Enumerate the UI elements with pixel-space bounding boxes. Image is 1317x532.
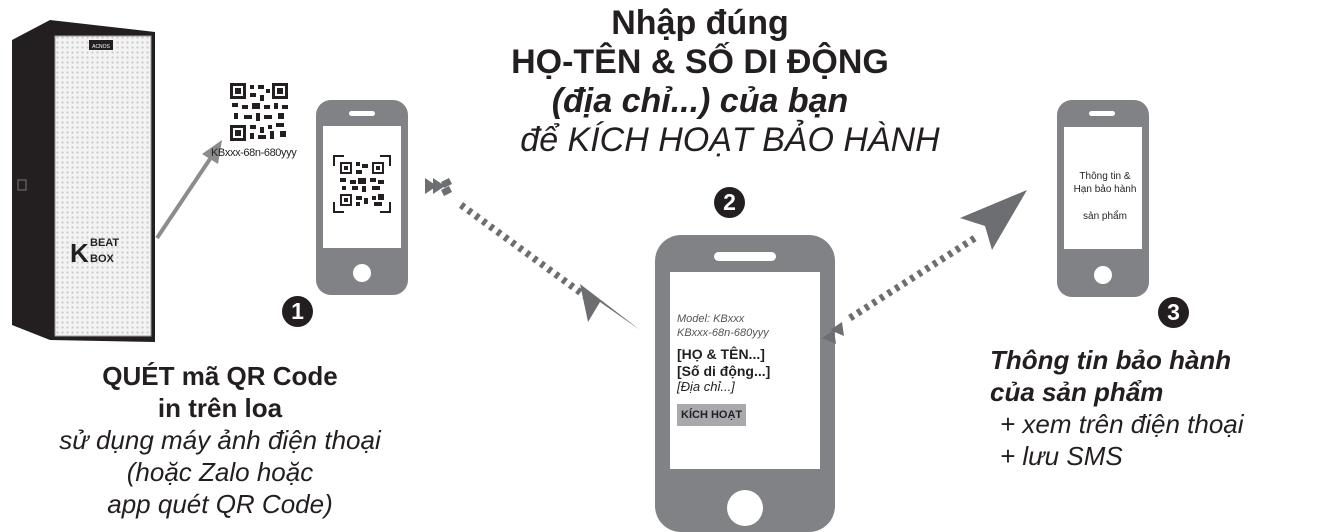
instruction-title: Nhập đúng HỌ-TÊN & SỐ DI ĐỘNG (địa chỉ..… [440,4,960,160]
screen3-line-3: sản phẩm [1083,211,1127,222]
warranty-info-screen: Thông tin & Hạn bảo hành sản phẩm [1060,170,1150,223]
phone-1 [316,100,408,295]
svg-text:K: K [70,238,89,268]
phone-2 [655,235,835,532]
title-line-1: Nhập đúng [611,4,789,42]
step-1-heading-1: QUÉT mã QR Code [102,361,338,391]
step-3-item-1: + xem trên điện thoại [1000,409,1244,439]
step-3-badge: 3 [1158,297,1189,328]
scan-arrow [155,140,222,240]
step-1-note-3: app quét QR Code) [107,489,333,519]
activate-button[interactable]: KÍCH HOẠT [677,404,747,426]
qr-viewfinder-icon [333,155,391,213]
screen3-line-2: Hạn bảo hành [1073,184,1137,195]
kbeat-logo: K BEAT BOX [70,237,119,268]
step-1-note-1: sử dụng máy ảnh điện thoại [59,425,381,455]
form-serial-text: KBxxx-68n-680yyy [677,327,769,339]
activation-form: Model: KBxxx KBxxx-68n-680yyy [HỌ & TÊN.… [677,312,817,426]
step-3-heading-1: Thông tin bảo hành [990,345,1232,375]
speaker-illustration: ACNOS K BEAT BOX [12,20,155,342]
svg-text:BEAT: BEAT [90,237,119,249]
screen3-line-1: Thông tin & [1079,171,1131,182]
step-1-description: QUÉT mã QR Code in trên loa sử dụng máy … [30,360,410,520]
qr-code-icon [230,83,288,141]
step-3-item-2: + lưu SMS [1000,441,1123,471]
phone-3 [1057,100,1149,297]
qr-code-label: KBxxx-68n-680yyy [211,147,297,159]
dotted-arrow-1 [425,178,640,330]
step-2-badge: 2 [714,187,745,218]
form-name-field[interactable]: [HỌ & TÊN...] [677,346,765,362]
title-line-4: để KÍCH HOẠT BẢO HÀNH [520,121,940,159]
step-3-heading-2: của sản phẩm [990,377,1164,407]
title-line-3: (địa chỉ...) của bạn [551,82,849,120]
dotted-arrow-2 [822,190,1027,344]
form-phone-field[interactable]: [Số di động...] [677,363,771,379]
svg-text:BOX: BOX [90,253,115,265]
step-3-description: Thông tin bảo hành của sản phẩm + xem tr… [990,344,1310,472]
step-1-badge: 1 [282,296,313,327]
step-1-note-2: (hoặc Zalo hoặc [126,457,314,487]
speaker-brand-logo: ACNOS [92,44,110,50]
form-model-text: Model: KBxxx [677,313,745,325]
title-line-2: HỌ-TÊN & SỐ DI ĐỘNG [511,43,889,81]
step-1-heading-2: in trên loa [157,393,283,423]
form-address-field[interactable]: [Địa chỉ...] [677,379,735,394]
